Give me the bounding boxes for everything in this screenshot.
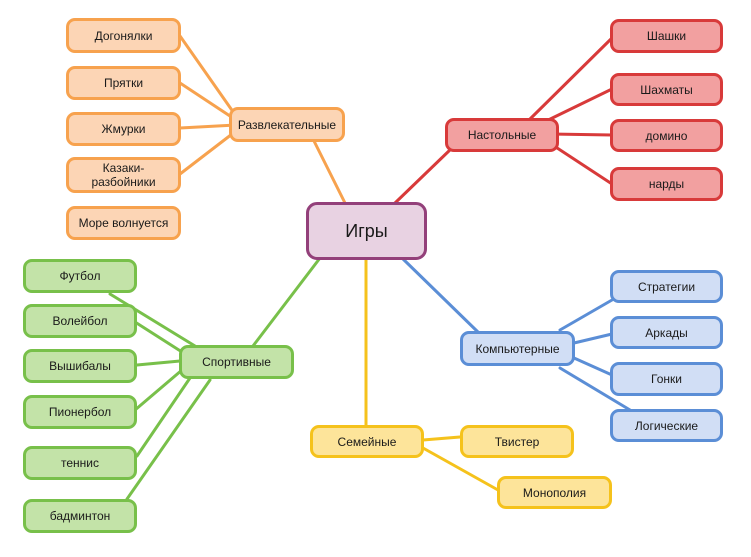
- computer-item-label: Аркады: [645, 325, 688, 340]
- family-item: Твистер: [460, 425, 574, 458]
- sport-item: Пионербол: [23, 395, 137, 429]
- link-family-item-1: [421, 446, 500, 492]
- computer-item: Аркады: [610, 316, 723, 349]
- board-item-label: домино: [645, 128, 688, 143]
- branch-sport-label: Спортивные: [202, 355, 271, 369]
- sport-item-label: Футбол: [59, 269, 101, 283]
- entertainment-item-label: Море волнуется: [78, 216, 169, 230]
- entertainment-item-label: Жмурки: [101, 122, 146, 136]
- link-center-board: [393, 146, 454, 205]
- sport-item-label: Пионербол: [48, 405, 112, 419]
- computer-item-label: Логические: [634, 418, 699, 433]
- branch-sport: Спортивные: [179, 345, 294, 379]
- board-item: Шашки: [610, 19, 723, 53]
- sport-item-label: Волейбол: [52, 314, 108, 328]
- board-item-label: Шахматы: [640, 82, 693, 97]
- link-board-item-0: [526, 36, 614, 123]
- link-computer-item-0: [558, 298, 614, 332]
- sport-item: Вышибалы: [23, 349, 137, 383]
- link-entertainment-item-2: [178, 123, 238, 130]
- entertainment-item: Догонялки: [66, 18, 181, 53]
- link-sport-item-2: [135, 359, 182, 367]
- entertainment-item: Казаки-разбойники: [66, 157, 181, 193]
- link-computer-item-2: [572, 356, 614, 377]
- link-board-item-3: [546, 140, 614, 186]
- computer-item-label: Стратегии: [637, 279, 696, 294]
- link-center-sport: [251, 256, 322, 348]
- link-entertainment-item-0: [178, 34, 238, 118]
- entertainment-item-label: Прятки: [103, 76, 144, 90]
- sport-item: теннис: [23, 446, 137, 480]
- link-entertainment-item-1: [178, 81, 238, 122]
- family-item-label: Монополия: [522, 485, 587, 500]
- board-item-label: нарды: [648, 177, 685, 191]
- sport-item-label: Вышибалы: [49, 359, 111, 373]
- board-item-label: Шашки: [646, 29, 687, 43]
- board-item: Шахматы: [610, 73, 723, 106]
- entertainment-item-label: Догонялки: [94, 28, 153, 43]
- computer-item: Стратегии: [610, 270, 723, 303]
- link-sport-item-4: [135, 376, 192, 458]
- entertainment-item: Жмурки: [66, 112, 181, 146]
- branch-entertainment: Развлекательные: [229, 107, 345, 142]
- center-node: Игры: [306, 202, 427, 260]
- link-sport-item-0: [108, 292, 197, 348]
- computer-item: Гонки: [610, 362, 723, 396]
- sport-item: Футбол: [23, 259, 137, 293]
- sport-item: бадминтон: [23, 499, 137, 533]
- branch-computer: Компьютерные: [460, 331, 575, 366]
- entertainment-item: Прятки: [66, 66, 181, 100]
- sport-item: Волейбол: [23, 304, 137, 338]
- sport-item-label: бадминтон: [49, 509, 111, 523]
- sport-item-label: теннис: [61, 456, 99, 470]
- link-computer-item-3: [558, 366, 632, 412]
- branch-family-label: Семейные: [337, 434, 397, 449]
- entertainment-item-label: Казаки-разбойники: [91, 161, 156, 189]
- link-entertainment-item-3: [178, 129, 238, 176]
- branch-entertainment-label: Развлекательные: [237, 117, 337, 132]
- branch-board-label: Настольные: [467, 128, 537, 142]
- link-board-item-2: [548, 132, 614, 137]
- link-family-item-0: [421, 435, 462, 442]
- branch-computer-label: Компьютерные: [475, 341, 560, 356]
- family-item-label: Твистер: [494, 434, 540, 449]
- computer-item-label: Гонки: [651, 372, 682, 386]
- entertainment-item: Море волнуется: [66, 206, 181, 240]
- board-item: домино: [610, 119, 723, 152]
- link-sport-item-3: [133, 368, 184, 412]
- center-node-label: Игры: [345, 221, 388, 241]
- branch-family: Семейные: [310, 425, 424, 458]
- branch-board: Настольные: [445, 118, 559, 152]
- link-sport-item-5: [125, 378, 212, 501]
- link-computer-item-1: [572, 332, 614, 345]
- family-item: Монополия: [497, 476, 612, 509]
- link-sport-item-1: [133, 320, 184, 354]
- board-item: нарды: [610, 167, 723, 201]
- link-center-computer: [400, 256, 482, 336]
- link-center-entertainment: [310, 135, 347, 205]
- computer-item: Логические: [610, 409, 723, 442]
